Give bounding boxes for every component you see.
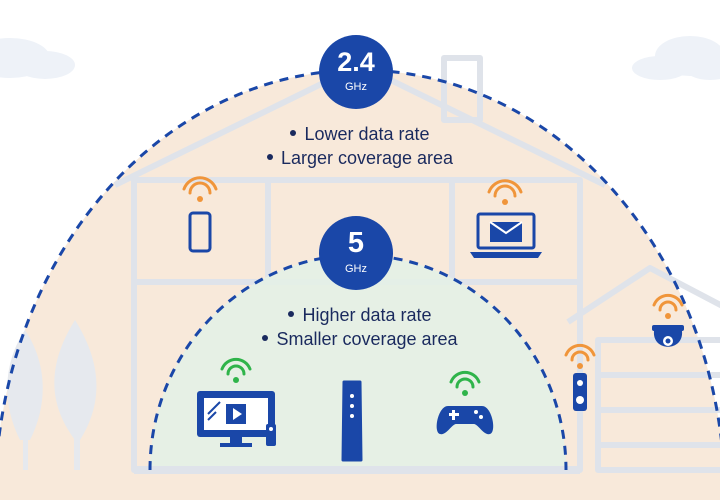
bullet-dot <box>266 154 273 161</box>
bullet-dot <box>288 311 295 318</box>
feature-text: Higher data rate <box>302 305 432 325</box>
band-unit-2-4: GHz <box>345 81 367 93</box>
feature-5-coverage: Smaller coverage area <box>0 329 720 350</box>
badge-5ghz <box>319 216 393 290</box>
laptop-icon <box>470 179 542 258</box>
bullet-dot <box>262 335 269 342</box>
feature-text: Smaller coverage area <box>276 329 458 349</box>
smart-tv-icon <box>197 357 276 447</box>
feature-text: Lower data rate <box>304 124 430 144</box>
coverage-boundary-5ghz <box>148 253 568 471</box>
cloud-right <box>632 36 720 80</box>
feature-2-4-coverage: Larger coverage area <box>0 148 720 169</box>
bullet-dot <box>290 130 297 137</box>
band-frequency-5: 5 <box>347 227 365 259</box>
cloud-left <box>0 38 75 79</box>
smartphone-icon <box>182 176 218 253</box>
badge-2-4ghz <box>319 35 393 109</box>
band-unit-5: GHz <box>345 263 367 275</box>
ground-line <box>134 466 580 474</box>
security-camera-icon <box>652 293 684 347</box>
band-frequency-2-4: 2.4 <box>337 47 375 77</box>
game-controller-icon <box>436 370 494 435</box>
feature-text: Larger coverage area <box>280 148 454 168</box>
feature-2-4-data-rate: Lower data rate <box>0 124 720 145</box>
feature-5-data-rate: Higher data rate <box>0 305 720 326</box>
tree-icon <box>7 320 97 470</box>
router-icon <box>341 380 363 462</box>
doorbell-icon <box>564 343 596 411</box>
